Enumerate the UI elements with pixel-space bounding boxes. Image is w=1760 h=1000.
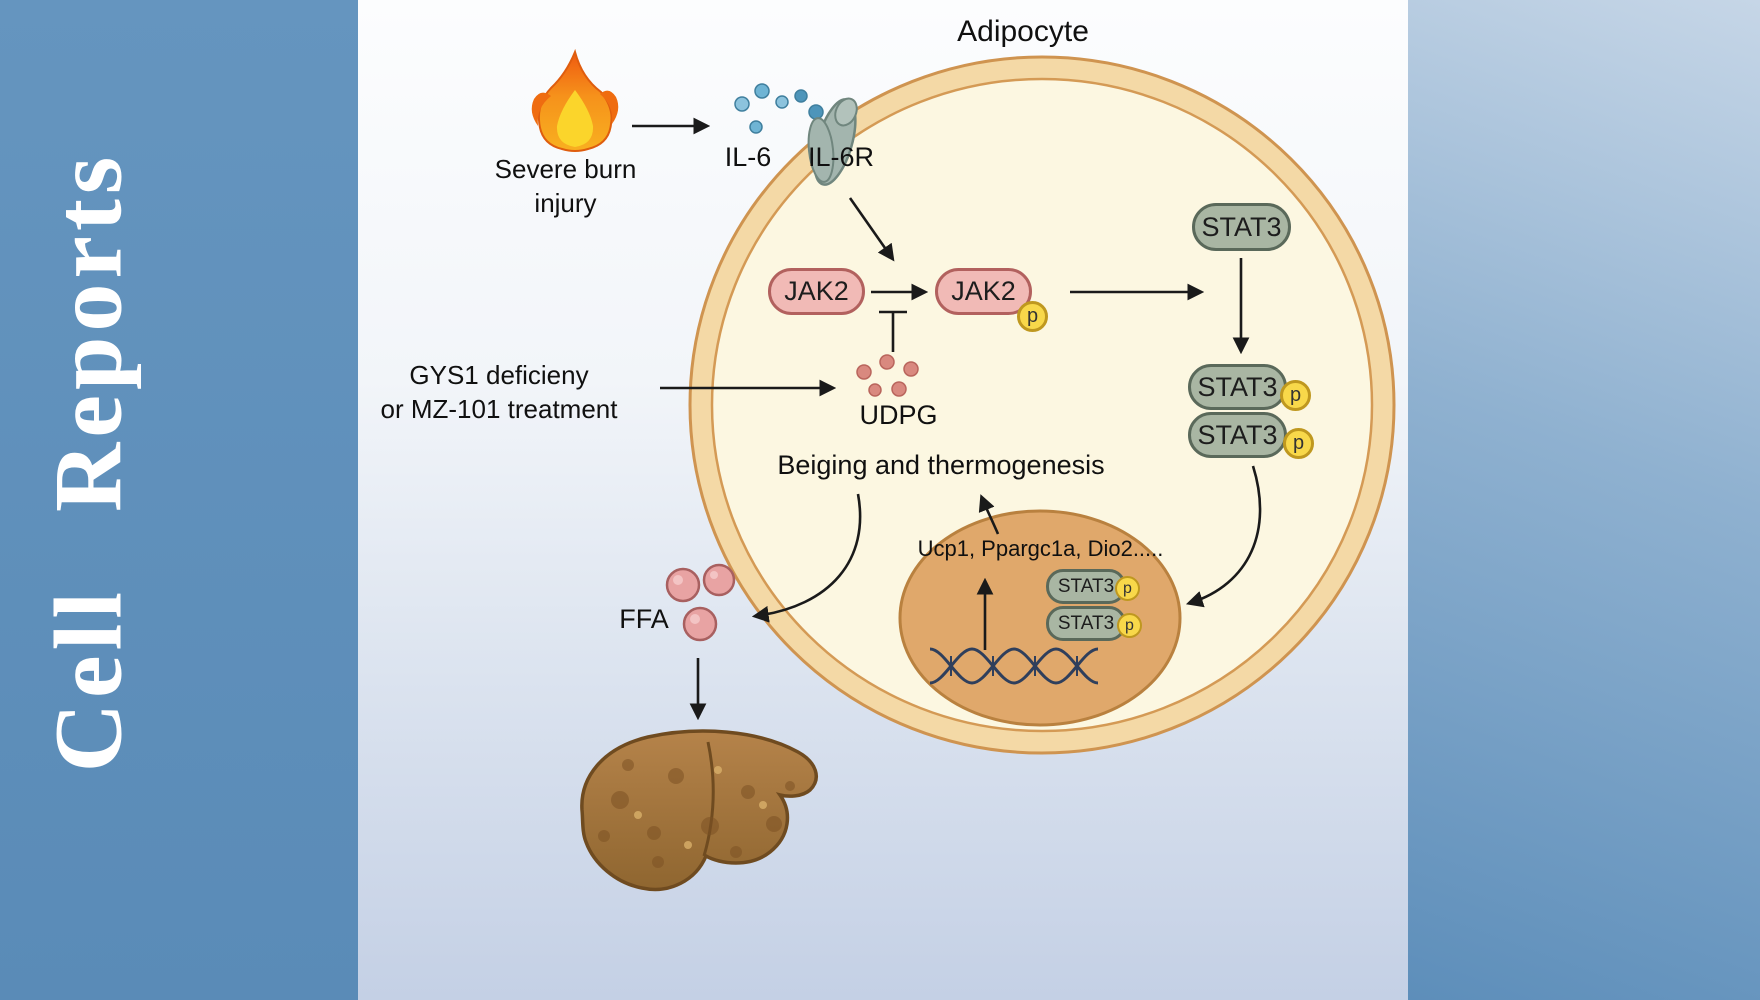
nucleus: [898, 509, 1182, 727]
ffa-label: FFA: [619, 604, 669, 634]
treatment-line2: or MZ-101 treatment: [380, 394, 618, 425]
stat3-box: STAT3: [1192, 203, 1291, 251]
il6r-label: IL-6R: [807, 142, 875, 172]
jak2-box: JAK2: [768, 268, 865, 315]
phospho-badge-nuclear-2: p: [1117, 613, 1142, 638]
udpg-label: UDPG: [859, 400, 938, 430]
target-genes-label: Ucp1, Ppargc1a, Dio2.....: [917, 536, 1164, 561]
flame-icon: [531, 48, 619, 152]
phospho-badge-nuclear-1: p: [1115, 576, 1140, 601]
stat3-dimer-box-2: STAT3: [1188, 412, 1287, 458]
outcome-label: Beiging and thermogenesis: [777, 450, 1105, 480]
stimulus-line1: Severe burn: [494, 154, 637, 184]
stimulus-line2: injury: [534, 188, 597, 219]
journal-sidebar: Cell Reports: [0, 0, 358, 1000]
dna-helix-icon: [929, 647, 1099, 685]
nuclear-stat3-box-2: STAT3: [1046, 606, 1126, 641]
membrane-receptor-icon: [807, 97, 858, 186]
nuclear-stat3-box-1: STAT3: [1046, 569, 1126, 604]
ffa-droplets: [665, 563, 736, 642]
right-margin-band: [1408, 0, 1760, 1000]
cell-type-title: Adipocyte: [957, 15, 1089, 48]
jak2-phospho-box: JAK2: [935, 268, 1032, 315]
phospho-badge-stat3-1: p: [1280, 380, 1311, 411]
phospho-badge-stat3-2: p: [1283, 428, 1314, 459]
graphical-abstract: Adipocyte Severe burn injury IL-6 IL-6R …: [358, 0, 1408, 1000]
liver-organ-icon: [580, 729, 818, 892]
treatment-label: GYS1 deficieny or MZ-101 treatment: [363, 358, 635, 427]
il6-ligand-dots: [734, 83, 824, 134]
stimulus-label: Severe burn injury: [453, 152, 678, 221]
il6-label: IL-6: [724, 142, 772, 172]
journal-title: Cell Reports: [34, 151, 142, 773]
phospho-badge-jak2: p: [1017, 301, 1048, 332]
udpg-dots: [856, 354, 919, 397]
pathway-arrows: [632, 117, 1262, 721]
treatment-line1: GYS1 deficieny: [409, 360, 589, 390]
stat3-dimer-box-1: STAT3: [1188, 364, 1287, 410]
